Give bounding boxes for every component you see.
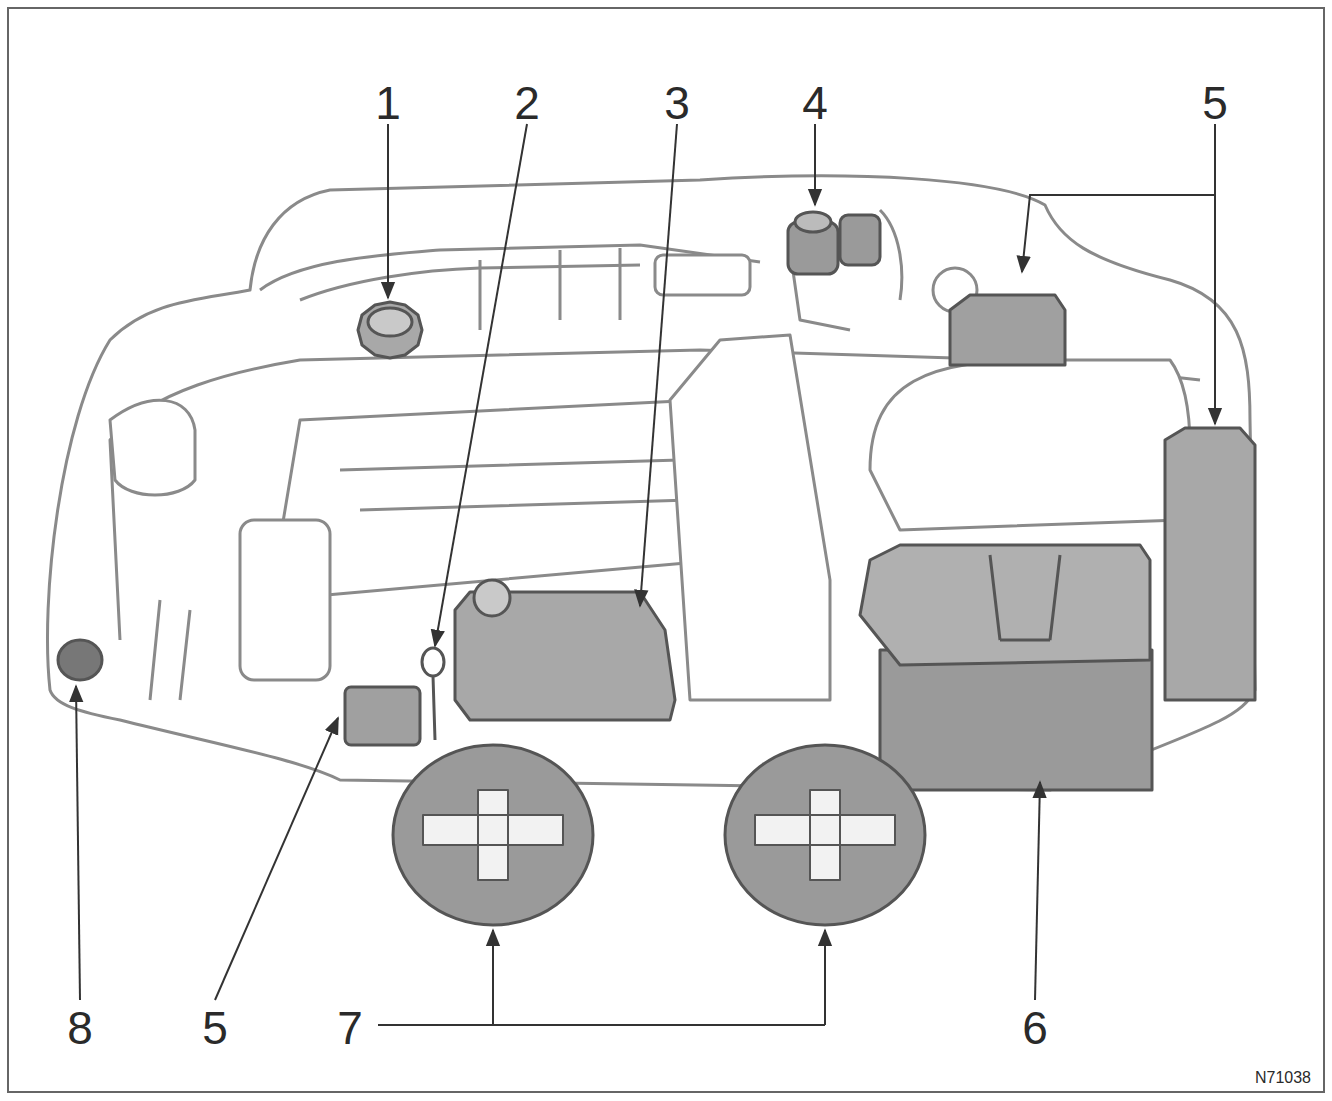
- leader-line: [824, 930, 826, 960]
- parts: [58, 212, 1255, 925]
- leader-line: [387, 124, 389, 298]
- leader-line: [814, 124, 816, 205]
- hoses: [260, 245, 760, 300]
- callout-number: 3: [664, 80, 690, 126]
- leader-line: [378, 930, 825, 1025]
- callout-number: 8: [67, 1005, 93, 1051]
- leader-lines: [76, 124, 1215, 1025]
- leader-line: [492, 930, 494, 960]
- leader-line: [1022, 124, 1215, 272]
- dipstick: [433, 676, 435, 740]
- oil-filler-cap: [358, 302, 422, 358]
- battery-top: [860, 545, 1150, 665]
- fuse-box: [1165, 428, 1255, 700]
- spring-top: [725, 745, 925, 925]
- leader-line: [640, 124, 677, 606]
- leader-line: [76, 686, 80, 1000]
- relay-box: [345, 687, 420, 745]
- callout-number: 5: [202, 1005, 228, 1051]
- frame: [8, 8, 1324, 1092]
- reservoir-cap: [474, 580, 510, 616]
- battery-body: [880, 650, 1152, 790]
- engine-ribs: [340, 460, 690, 510]
- callout-number: 7: [337, 1005, 363, 1051]
- reservoir: [110, 400, 195, 495]
- leader-line: [435, 124, 527, 646]
- dipstick-ring: [422, 648, 444, 676]
- reservoir-cap: [795, 212, 831, 232]
- engine-bay: [48, 176, 1256, 790]
- callout-number: 6: [1022, 1005, 1048, 1051]
- hoses: [480, 248, 620, 330]
- callout-number: 5: [1202, 80, 1228, 126]
- leader-line: [1035, 782, 1040, 1000]
- callout-number: 4: [802, 80, 828, 126]
- battery-clamp: [990, 555, 1060, 640]
- bay-outline: [48, 176, 1256, 790]
- leader-line: [1214, 195, 1216, 424]
- alternator: [240, 520, 330, 680]
- cross: [755, 790, 895, 880]
- cap-top: [368, 308, 412, 336]
- spring-top: [393, 745, 593, 925]
- lines: [150, 600, 190, 700]
- fuse-box: [950, 295, 1065, 365]
- air-cleaner: [870, 360, 1190, 530]
- callout-number: 1: [375, 80, 401, 126]
- pipe: [655, 255, 750, 295]
- cross: [423, 790, 563, 880]
- dipstick-cap: [58, 640, 102, 680]
- engine-block: [270, 400, 720, 600]
- leader-line: [215, 718, 338, 1000]
- figure-code: N71038: [1255, 1070, 1311, 1086]
- valve: [840, 215, 880, 265]
- callout-number: 2: [514, 80, 540, 126]
- intake: [670, 335, 830, 700]
